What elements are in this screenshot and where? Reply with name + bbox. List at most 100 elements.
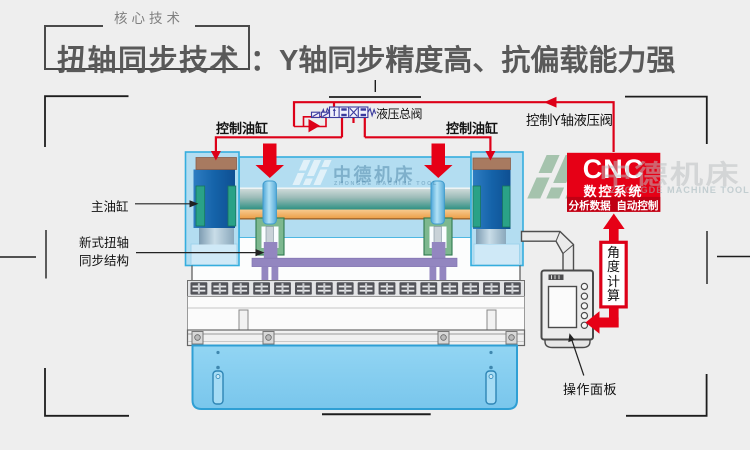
die-fitting-bolt — [440, 334, 447, 341]
bracket-top-left — [44, 95, 129, 147]
leader-lines — [135, 203, 585, 376]
left-main-cylinder — [193, 157, 237, 245]
label-control-cylinder-right: 控制油缸 — [446, 121, 499, 136]
die-holder-rect — [186, 329, 526, 347]
page-title-sub: ：Y轴同步精度高、抗偏载能力强 — [250, 45, 676, 77]
beam-watermark: 中德机床 ZHONGDE MACHINE TOOL — [292, 159, 436, 187]
angle-calc-label: 角度计算 — [606, 244, 620, 304]
leader-arrow-torsion — [255, 249, 265, 257]
panel-barcode — [548, 274, 564, 280]
die-fitting-bolt — [194, 334, 201, 341]
feed-right — [364, 136, 492, 152]
panel-pipe-arm — [520, 230, 575, 272]
torsion-left-leg-b — [271, 266, 279, 282]
label-control-cylinder-left: 控制油缸 — [216, 121, 269, 136]
brand-watermark-text: 中德机床 — [599, 159, 741, 190]
right-main-cylinder — [472, 157, 511, 244]
hydraulic-valve-symbol — [310, 106, 377, 119]
valve-cell2-block-a — [341, 108, 347, 111]
clamp-units — [190, 282, 521, 295]
page-title: 扭轴同步技术 — [57, 45, 241, 77]
left-cylinder-plate-a — [195, 185, 206, 227]
frame-decorations — [0, 80, 750, 417]
press-force-arrows — [255, 143, 453, 178]
hydraulic-arrowheads — [210, 96, 557, 161]
pilot-arrow — [308, 119, 320, 133]
clamp-unit — [232, 282, 250, 295]
die-fitting-bolt — [508, 334, 515, 341]
label-main-hydraulic-valve: 液压总阀 — [376, 107, 423, 121]
block-arrow-left — [255, 143, 284, 178]
bed-post-right — [486, 309, 497, 331]
beam-watermark-logo-icon — [292, 160, 332, 185]
panel-barcode-tick3 — [558, 275, 560, 280]
clamp-unit — [357, 282, 375, 295]
valve-cell3-cross — [349, 107, 358, 117]
panel-screen — [547, 285, 578, 329]
right-main-piston — [476, 229, 506, 244]
clamp-unit — [483, 282, 500, 295]
left-housing-base — [190, 243, 238, 265]
valve-pilot-slash-2 — [322, 112, 329, 118]
bracket-bottom-left — [44, 368, 129, 417]
table-slot-right — [485, 370, 497, 405]
left-main-piston — [199, 228, 234, 245]
table-slot-left-bolt — [215, 374, 221, 379]
torsion-left-leg-a — [261, 266, 269, 282]
panel-button-4 — [580, 311, 589, 320]
hydraulic-lines — [214, 101, 615, 152]
clamp-unit — [274, 282, 291, 295]
right-cylinder-plate-a — [472, 185, 481, 228]
clamp-unit — [420, 282, 438, 295]
clamp-unit — [441, 282, 459, 295]
beam-steel-band — [240, 187, 470, 210]
panel-button-5 — [580, 321, 589, 329]
beam-steel-band-highlight — [240, 187, 470, 189]
arrow-to-valve — [544, 96, 557, 108]
label-operation-panel: 操作面板 — [563, 382, 618, 397]
left-cylinder-plate-b — [227, 185, 237, 227]
label-y-axis-valve: 控制Y轴液压阀 — [526, 113, 613, 128]
panel-button-3 — [580, 302, 589, 310]
torsion-shaft-structure — [251, 242, 458, 282]
lower-table-body — [191, 344, 518, 410]
clamp-unit — [504, 282, 521, 295]
panel-barcode-tick1 — [551, 275, 552, 280]
valve-cell2-block-b — [341, 113, 347, 117]
clamp-row — [187, 280, 525, 297]
bed-band — [187, 296, 525, 331]
valve-cell4-block-a — [360, 108, 366, 111]
press-brake-machine — [184, 151, 594, 410]
valve-pilot-slash-1 — [312, 112, 319, 118]
beam-watermark-caps: ZHONGDE MACHINE TOOL — [334, 181, 438, 187]
clamp-unit — [295, 282, 312, 295]
block-arrow-right — [424, 143, 453, 178]
valve-drops — [340, 117, 366, 138]
right-cylinder-plate-b — [502, 185, 511, 228]
cnc-strip-text: 分析数据 自动控制 — [568, 200, 659, 212]
table-dot-3 — [216, 365, 220, 370]
bed-post-left — [238, 309, 249, 331]
label-torsion-line2: 同步结构 — [79, 253, 130, 268]
pipe-seam-2 — [562, 244, 574, 254]
panel-button-1 — [580, 282, 589, 291]
clamp-unit — [378, 282, 396, 295]
line-cnc-to-valve — [292, 101, 615, 152]
valve-spring-right — [367, 107, 377, 118]
arrow-into-right-cylinder — [485, 151, 496, 161]
brand-watermark-caps: ZHONGDE MACHINE TOOL. — [610, 184, 750, 195]
beam-orange-band-edge — [240, 218, 470, 220]
leader-panel — [570, 338, 585, 376]
beam-watermark-text: 中德机床 — [333, 165, 415, 185]
clamp-unit — [336, 282, 354, 295]
clamp-unit — [253, 282, 270, 295]
die-holder-fittings — [191, 331, 518, 345]
label-torsion-line1: 新式扭轴 — [79, 236, 130, 250]
leader-arrowheads — [189, 200, 575, 343]
lower-table — [191, 344, 518, 410]
right-housing-base — [473, 243, 520, 265]
beam-orange-band — [240, 209, 470, 220]
pipe-seam-1 — [555, 231, 561, 242]
table-slot-left — [212, 370, 224, 405]
